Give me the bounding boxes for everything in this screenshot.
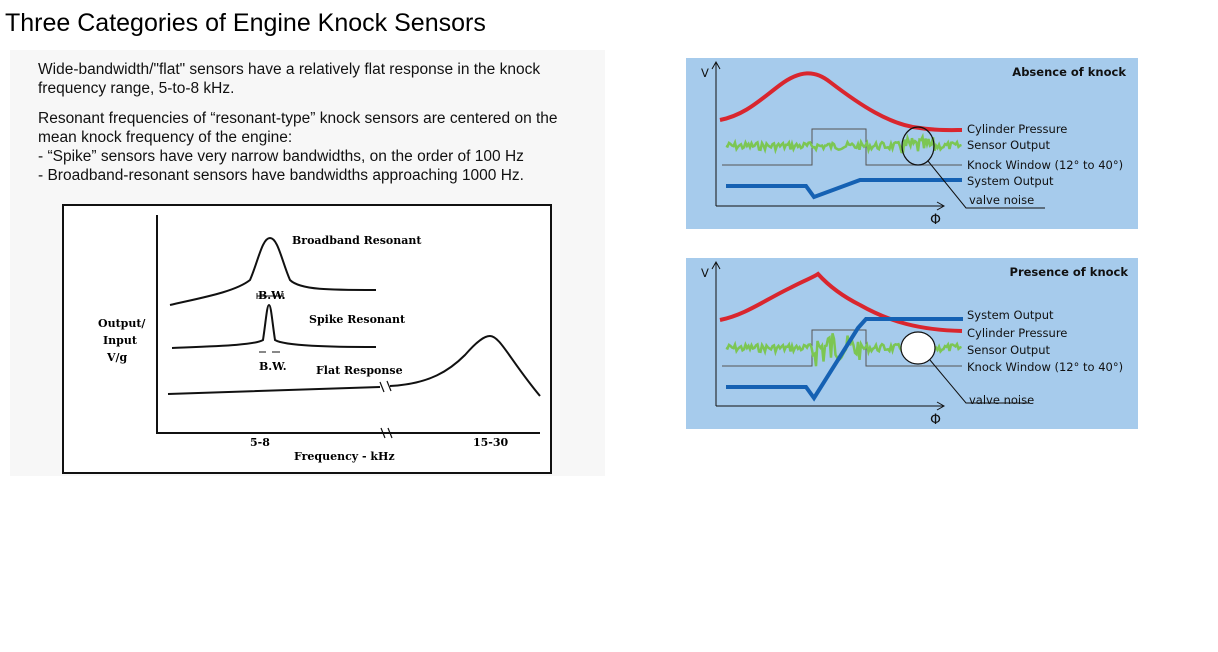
flat-response-curve: [167, 334, 541, 397]
x-tick-5-8: 5-8: [250, 436, 270, 449]
figure-frame: [62, 204, 552, 474]
slide-title: Three Categories of Engine Knock Sensors: [5, 9, 486, 37]
bullet-broadband: - Broadband-resonant sensors have bandwi…: [38, 167, 524, 184]
label-cylinder-pressure: Cylinder Pressure: [967, 326, 1067, 340]
valve-noise-leader: [927, 160, 1045, 209]
x-tick-15-30: 15-30: [473, 436, 509, 449]
valve-noise-circle: [900, 331, 936, 365]
label-valve-noise: valve noise: [969, 193, 1034, 207]
label-spike: Spike Resonant: [309, 313, 406, 326]
text-line: frequency range, 5-to-8 kHz.: [38, 80, 235, 97]
axes: [711, 60, 946, 211]
y-label-1: Output/: [98, 317, 146, 330]
label-knock-window: Knock Window (12° to 40°): [967, 158, 1123, 172]
knock-window-line: [722, 128, 962, 166]
text-line: Wide-bandwidth/"flat" sensors have a rel…: [38, 61, 541, 78]
system-output-line: [726, 317, 963, 402]
panel-title: Presence of knock: [1010, 265, 1129, 279]
label-valve-noise: valve noise: [969, 393, 1034, 407]
axes: [711, 260, 946, 411]
label-knock-window: Knock Window (12° to 40°): [967, 360, 1123, 374]
label-system-output: System Output: [967, 174, 1054, 188]
system-output-line: [726, 178, 962, 200]
paragraph-flat-sensors: Wide-bandwidth/"flat" sensors have a rel…: [38, 60, 540, 98]
label-cylinder-pressure: Cylinder Pressure: [967, 122, 1067, 136]
axes: [156, 215, 540, 434]
x-axis-label: Frequency - kHz: [294, 450, 395, 463]
label-system-output: System Output: [967, 308, 1054, 322]
broadband-curve: [169, 236, 377, 306]
label-bw-2: B.W.: [259, 360, 287, 373]
y-label-2: Input: [103, 334, 138, 347]
spike-curve: [171, 303, 377, 349]
bw-marker-1: [256, 293, 284, 299]
label-broadband: Broadband Resonant: [292, 234, 422, 247]
label-sensor-output: Sensor Output: [967, 138, 1051, 152]
text-line: Resonant frequencies of “resonant-type” …: [38, 110, 558, 127]
axis-break: [379, 380, 393, 439]
paragraph-resonant-sensors: Resonant frequencies of “resonant-type” …: [38, 109, 558, 185]
knock-window-line: [722, 329, 962, 367]
cylinder-pressure-line: [719, 71, 963, 133]
v-axis-label: V: [701, 66, 709, 80]
label-bw-1: B.W.: [258, 289, 286, 302]
valve-noise-leader: [929, 359, 1030, 404]
phi-axis-label: Φ: [930, 212, 941, 228]
label-flat: Flat Response: [316, 364, 403, 377]
valve-noise-circle: [901, 126, 935, 166]
y-label-3: V/g: [106, 351, 128, 364]
bullet-spike: - “Spike” sensors have very narrow bandw…: [38, 148, 524, 165]
sensor-output-line: [725, 132, 962, 155]
cylinder-pressure-line: [719, 271, 963, 333]
text-line: mean knock frequency of the engine:: [38, 129, 293, 146]
phi-axis-label: Φ: [930, 412, 941, 428]
label-sensor-output: Sensor Output: [967, 343, 1051, 357]
panel-title: Absence of knock: [1012, 65, 1126, 79]
v-axis-label: V: [701, 266, 709, 280]
